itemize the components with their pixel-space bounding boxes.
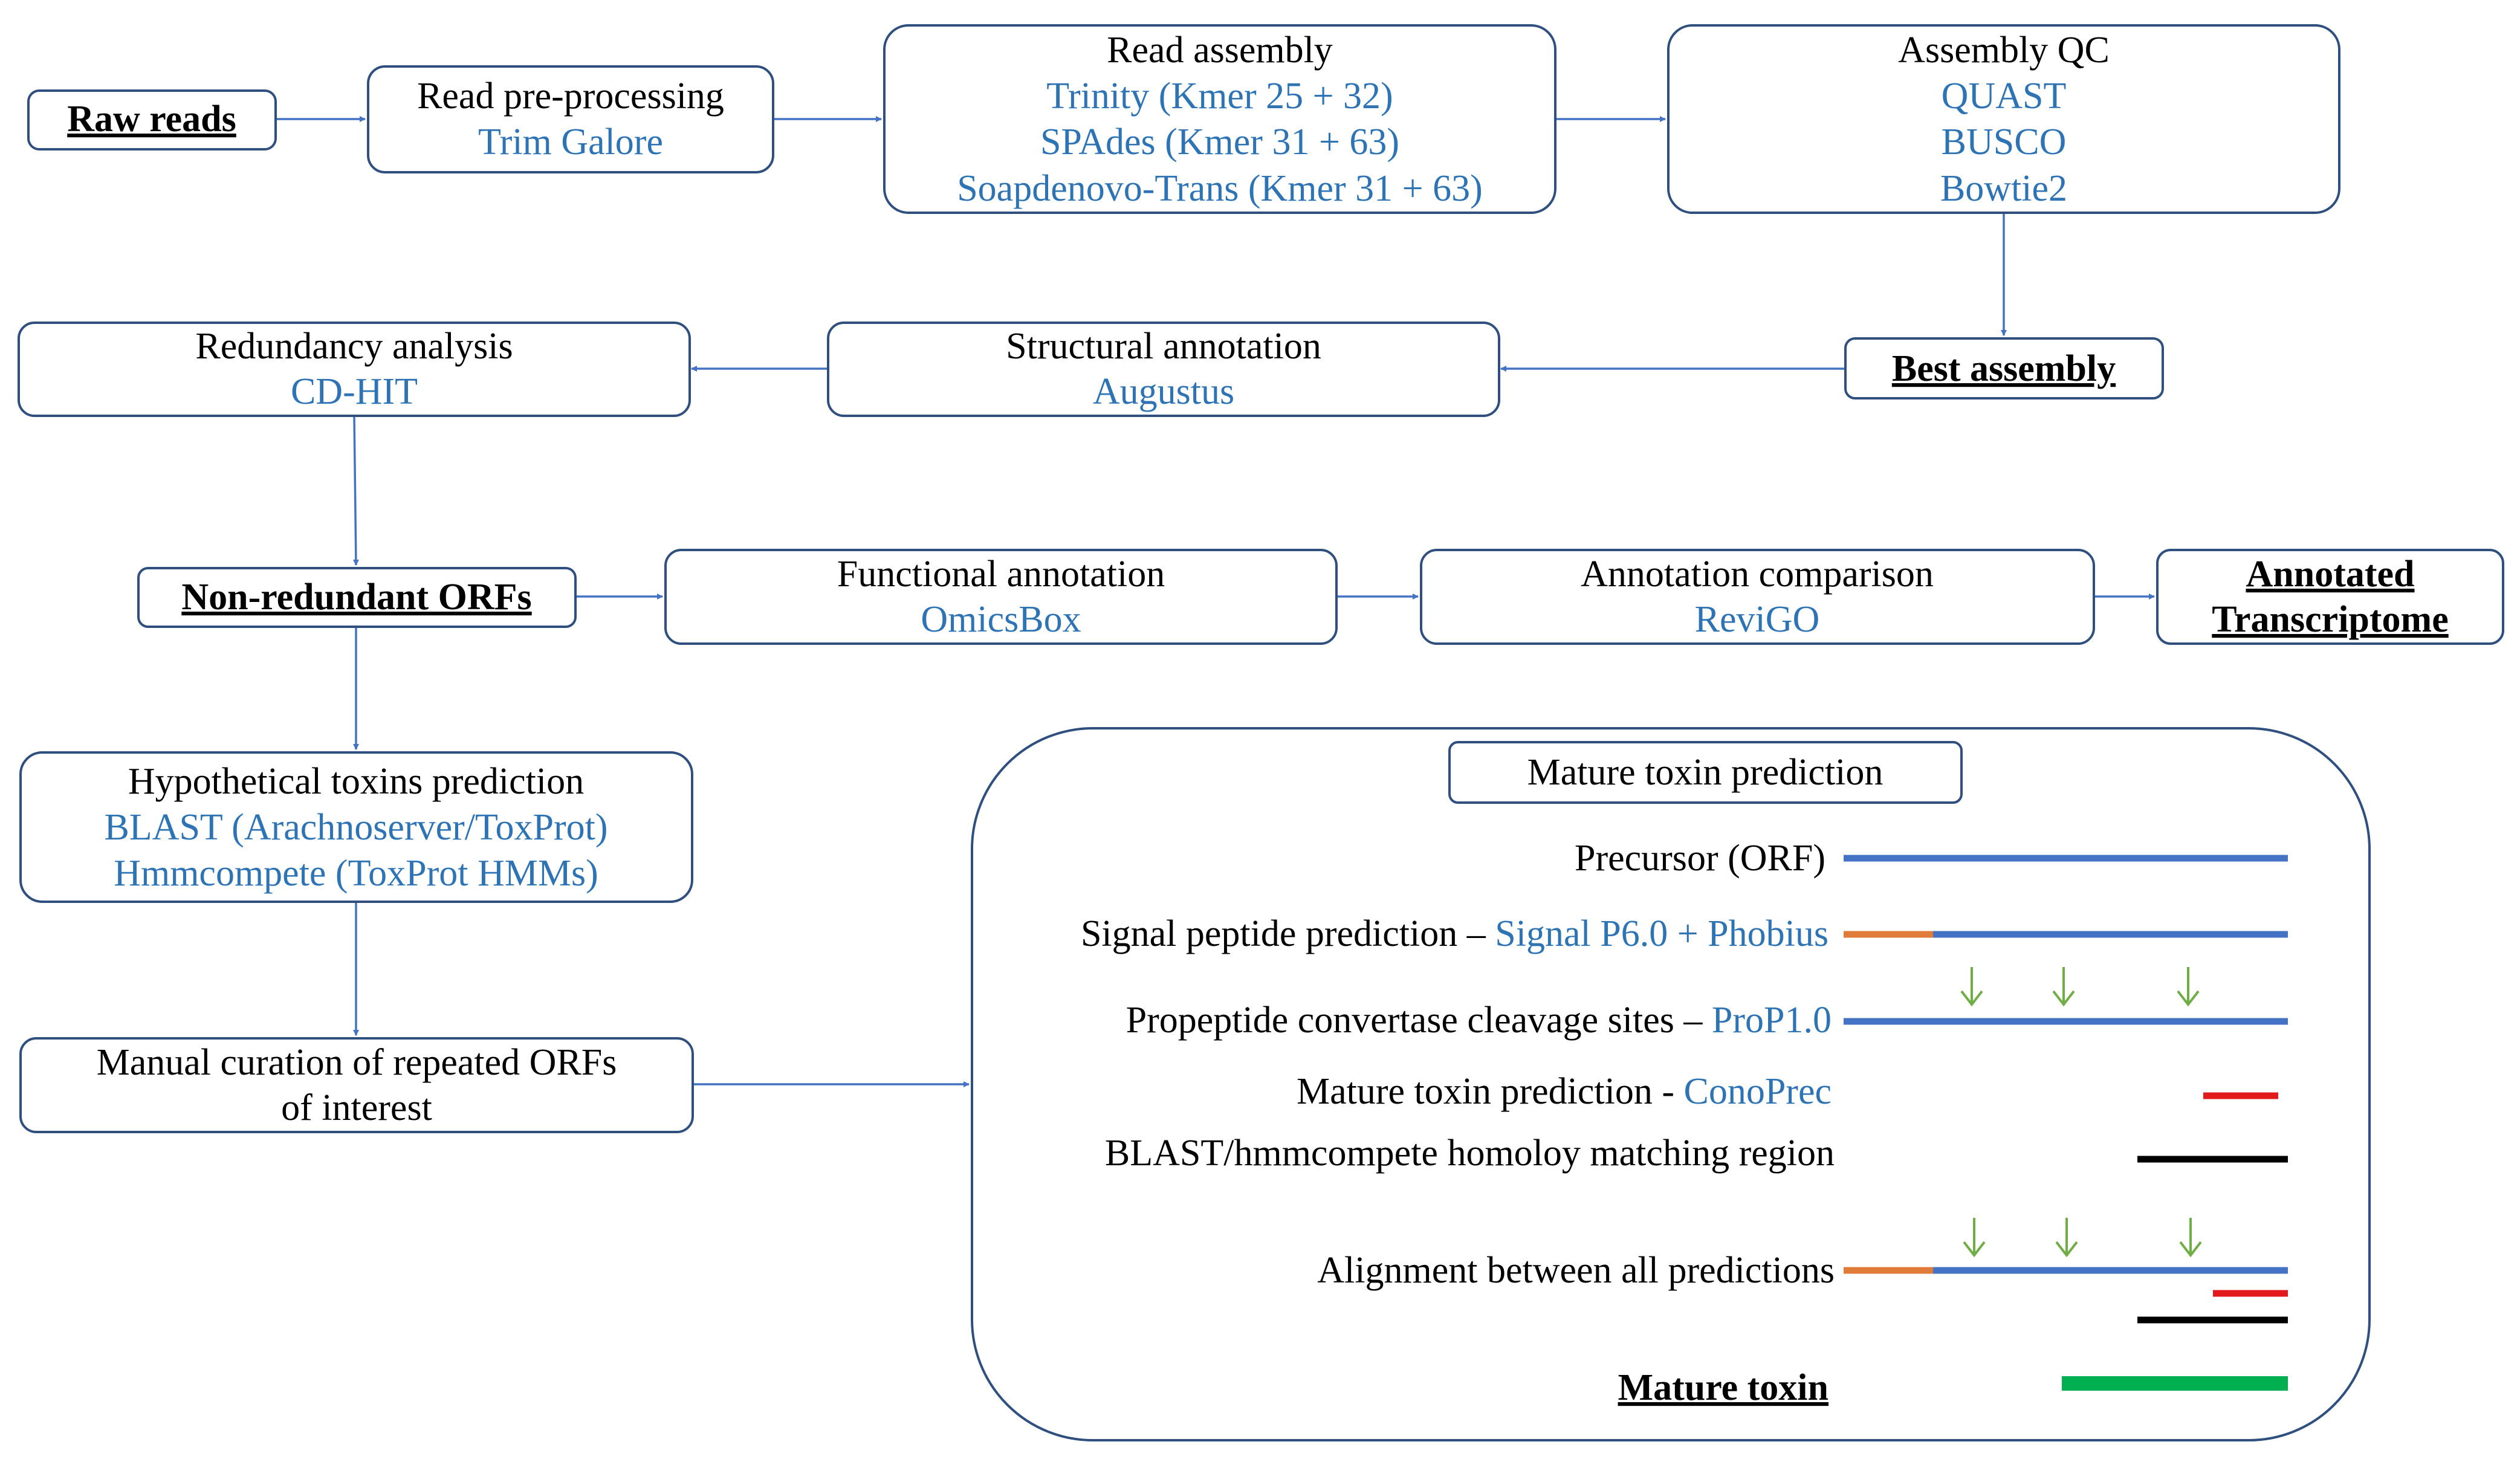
assembly-qc-tool: QUAST xyxy=(1942,76,2067,117)
mature-prediction-row-label: Mature toxin prediction - ConoPrec xyxy=(1297,1071,1832,1112)
redundancy-analysis-tool: CD-HIT xyxy=(291,371,418,412)
best-assembly-node: Best assembly xyxy=(1844,337,2164,399)
structural-annotation-node: Structural annotation Augustus xyxy=(827,322,1500,417)
manual-curation-node: Manual curation of repeated ORFs of inte… xyxy=(19,1037,694,1133)
raw-reads-node: Raw reads xyxy=(27,89,277,150)
preprocessing-tool: Trim Galore xyxy=(478,121,663,163)
redundancy-analysis-node: Redundancy analysis CD-HIT xyxy=(18,322,691,417)
structural-annotation-title: Structural annotation xyxy=(1006,326,1321,367)
assembly-qc-tool: Bowtie2 xyxy=(1940,168,2067,209)
arrow-redundancy-to-nonredundant xyxy=(352,415,359,566)
read-assembly-tool: Trinity (Kmer 25 + 32) xyxy=(1046,76,1393,117)
alignment-row-label: Alignment between all predictions xyxy=(1317,1250,1835,1291)
best-assembly-label: Best assembly xyxy=(1892,348,2116,389)
hypothetical-toxins-node: Hypothetical toxins prediction BLAST (Ar… xyxy=(19,751,693,903)
panel-title-box: Mature toxin prediction xyxy=(1448,741,1963,804)
annotation-comparison-title: Annotation comparison xyxy=(1581,554,1934,595)
redundancy-analysis-title: Redundancy analysis xyxy=(195,326,513,367)
non-redundant-orfs-node: Non-redundant ORFs xyxy=(137,567,577,628)
assembly-qc-tool: BUSCO xyxy=(1942,121,2067,163)
annotated-transcriptome-line: Annotated xyxy=(2246,554,2414,595)
assembly-qc-node: Assembly QC QUAST BUSCO Bowtie2 xyxy=(1667,24,2340,214)
preprocessing-title: Read pre-processing xyxy=(417,76,724,117)
homology-row-label: BLAST/hmmcompete homoloy matching region xyxy=(1105,1133,1835,1174)
panel-title: Mature toxin prediction xyxy=(1527,752,1884,793)
propeptide-row-label: Propeptide convertase cleavage sites – P… xyxy=(1126,1000,1832,1041)
annotated-transcriptome-line: Transcriptome xyxy=(2212,599,2448,640)
signal-peptide-row-label: Signal peptide prediction – Signal P6.0 … xyxy=(1081,913,1828,954)
annotated-transcriptome-node: Annotated Transcriptome xyxy=(2156,549,2504,645)
mature-prediction-tool: ConoPrec xyxy=(1683,1071,1832,1112)
cleavage-site-arrows xyxy=(1960,967,2200,1007)
hypothetical-toxins-title: Hypothetical toxins prediction xyxy=(128,761,584,802)
signal-peptide-tool: Signal P6.0 + Phobius xyxy=(1495,913,1828,954)
annotation-comparison-node: Annotation comparison ReviGO xyxy=(1420,549,2095,645)
assembly-qc-title: Assembly QC xyxy=(1898,30,2110,71)
functional-annotation-node: Functional annotation OmicsBox xyxy=(664,549,1338,645)
structural-annotation-tool: Augustus xyxy=(1093,371,1234,412)
non-redundant-orfs-label: Non-redundant ORFs xyxy=(181,577,531,618)
preprocessing-node: Read pre-processing Trim Galore xyxy=(367,65,774,173)
read-assembly-title: Read assembly xyxy=(1107,30,1333,71)
read-assembly-tool: SPAdes (Kmer 31 + 63) xyxy=(1040,121,1399,163)
functional-annotation-tool: OmicsBox xyxy=(921,599,1081,640)
mature-toxin-label: Mature toxin xyxy=(1618,1367,1828,1408)
hypothetical-toxins-tool: BLAST (Arachnoserver/ToxProt) xyxy=(104,807,607,848)
read-assembly-tool: Soapdenovo-Trans (Kmer 31 + 63) xyxy=(957,168,1483,209)
propeptide-tool: ProP1.0 xyxy=(1712,1000,1832,1041)
read-assembly-node: Read assembly Trinity (Kmer 25 + 32) SPA… xyxy=(883,24,1556,214)
annotation-comparison-tool: ReviGO xyxy=(1695,599,1820,640)
connectors xyxy=(276,116,2155,1087)
raw-reads-label: Raw reads xyxy=(67,99,236,140)
functional-annotation-title: Functional annotation xyxy=(837,554,1165,595)
hypothetical-toxins-tool: Hmmcompete (ToxProt HMMs) xyxy=(114,853,598,894)
manual-curation-line: Manual curation of repeated ORFs xyxy=(97,1042,617,1083)
mature-toxin-panel: Mature toxin prediction Precursor (ORF) … xyxy=(971,727,2371,1441)
manual-curation-line: of interest xyxy=(281,1087,432,1128)
alignment-cleavage-arrows xyxy=(1963,1218,2202,1258)
precursor-row-label: Precursor (ORF) xyxy=(1575,838,1825,879)
